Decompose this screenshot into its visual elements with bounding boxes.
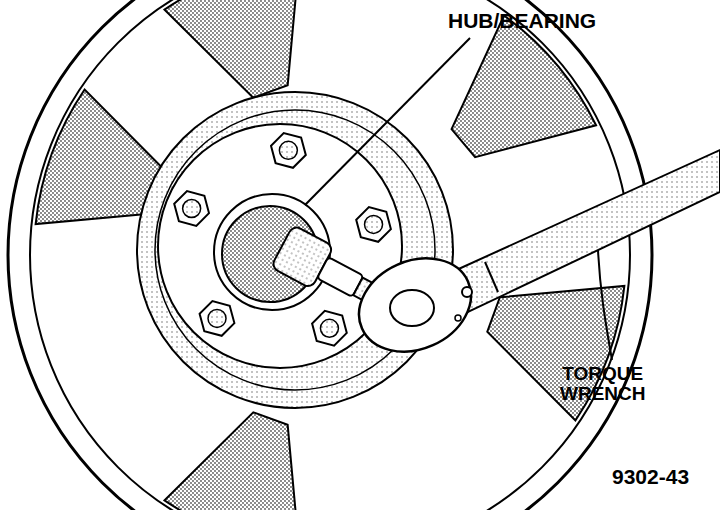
lug-nut [174, 191, 209, 226]
lug-nut [312, 311, 347, 346]
wrench-handle [452, 150, 720, 312]
rivet [455, 315, 461, 321]
figure-number: 9302-43 [612, 466, 689, 488]
handle-collar [485, 262, 498, 292]
part-label: TORQUE WRENCH [560, 364, 646, 404]
part-label: HUB/BEARING [448, 10, 596, 32]
leader-line [598, 250, 612, 360]
stud-end [208, 309, 226, 327]
stud-end [320, 319, 338, 337]
ratchet-head [344, 241, 486, 369]
wheel-spoke [164, 412, 299, 510]
brake-rotor [137, 92, 453, 408]
stud-end [279, 141, 297, 159]
wheel-spoke [164, 0, 299, 98]
lug-nut [356, 207, 391, 242]
lug-nut [271, 133, 306, 168]
leader-line [305, 38, 470, 205]
socket-and-ratchet [271, 150, 720, 369]
lug-nut [200, 301, 235, 336]
ratchet-drive [390, 290, 434, 326]
release-button [462, 287, 472, 297]
stud-end [365, 215, 383, 233]
stud-end [183, 199, 201, 217]
wheel-spoke [452, 16, 596, 158]
